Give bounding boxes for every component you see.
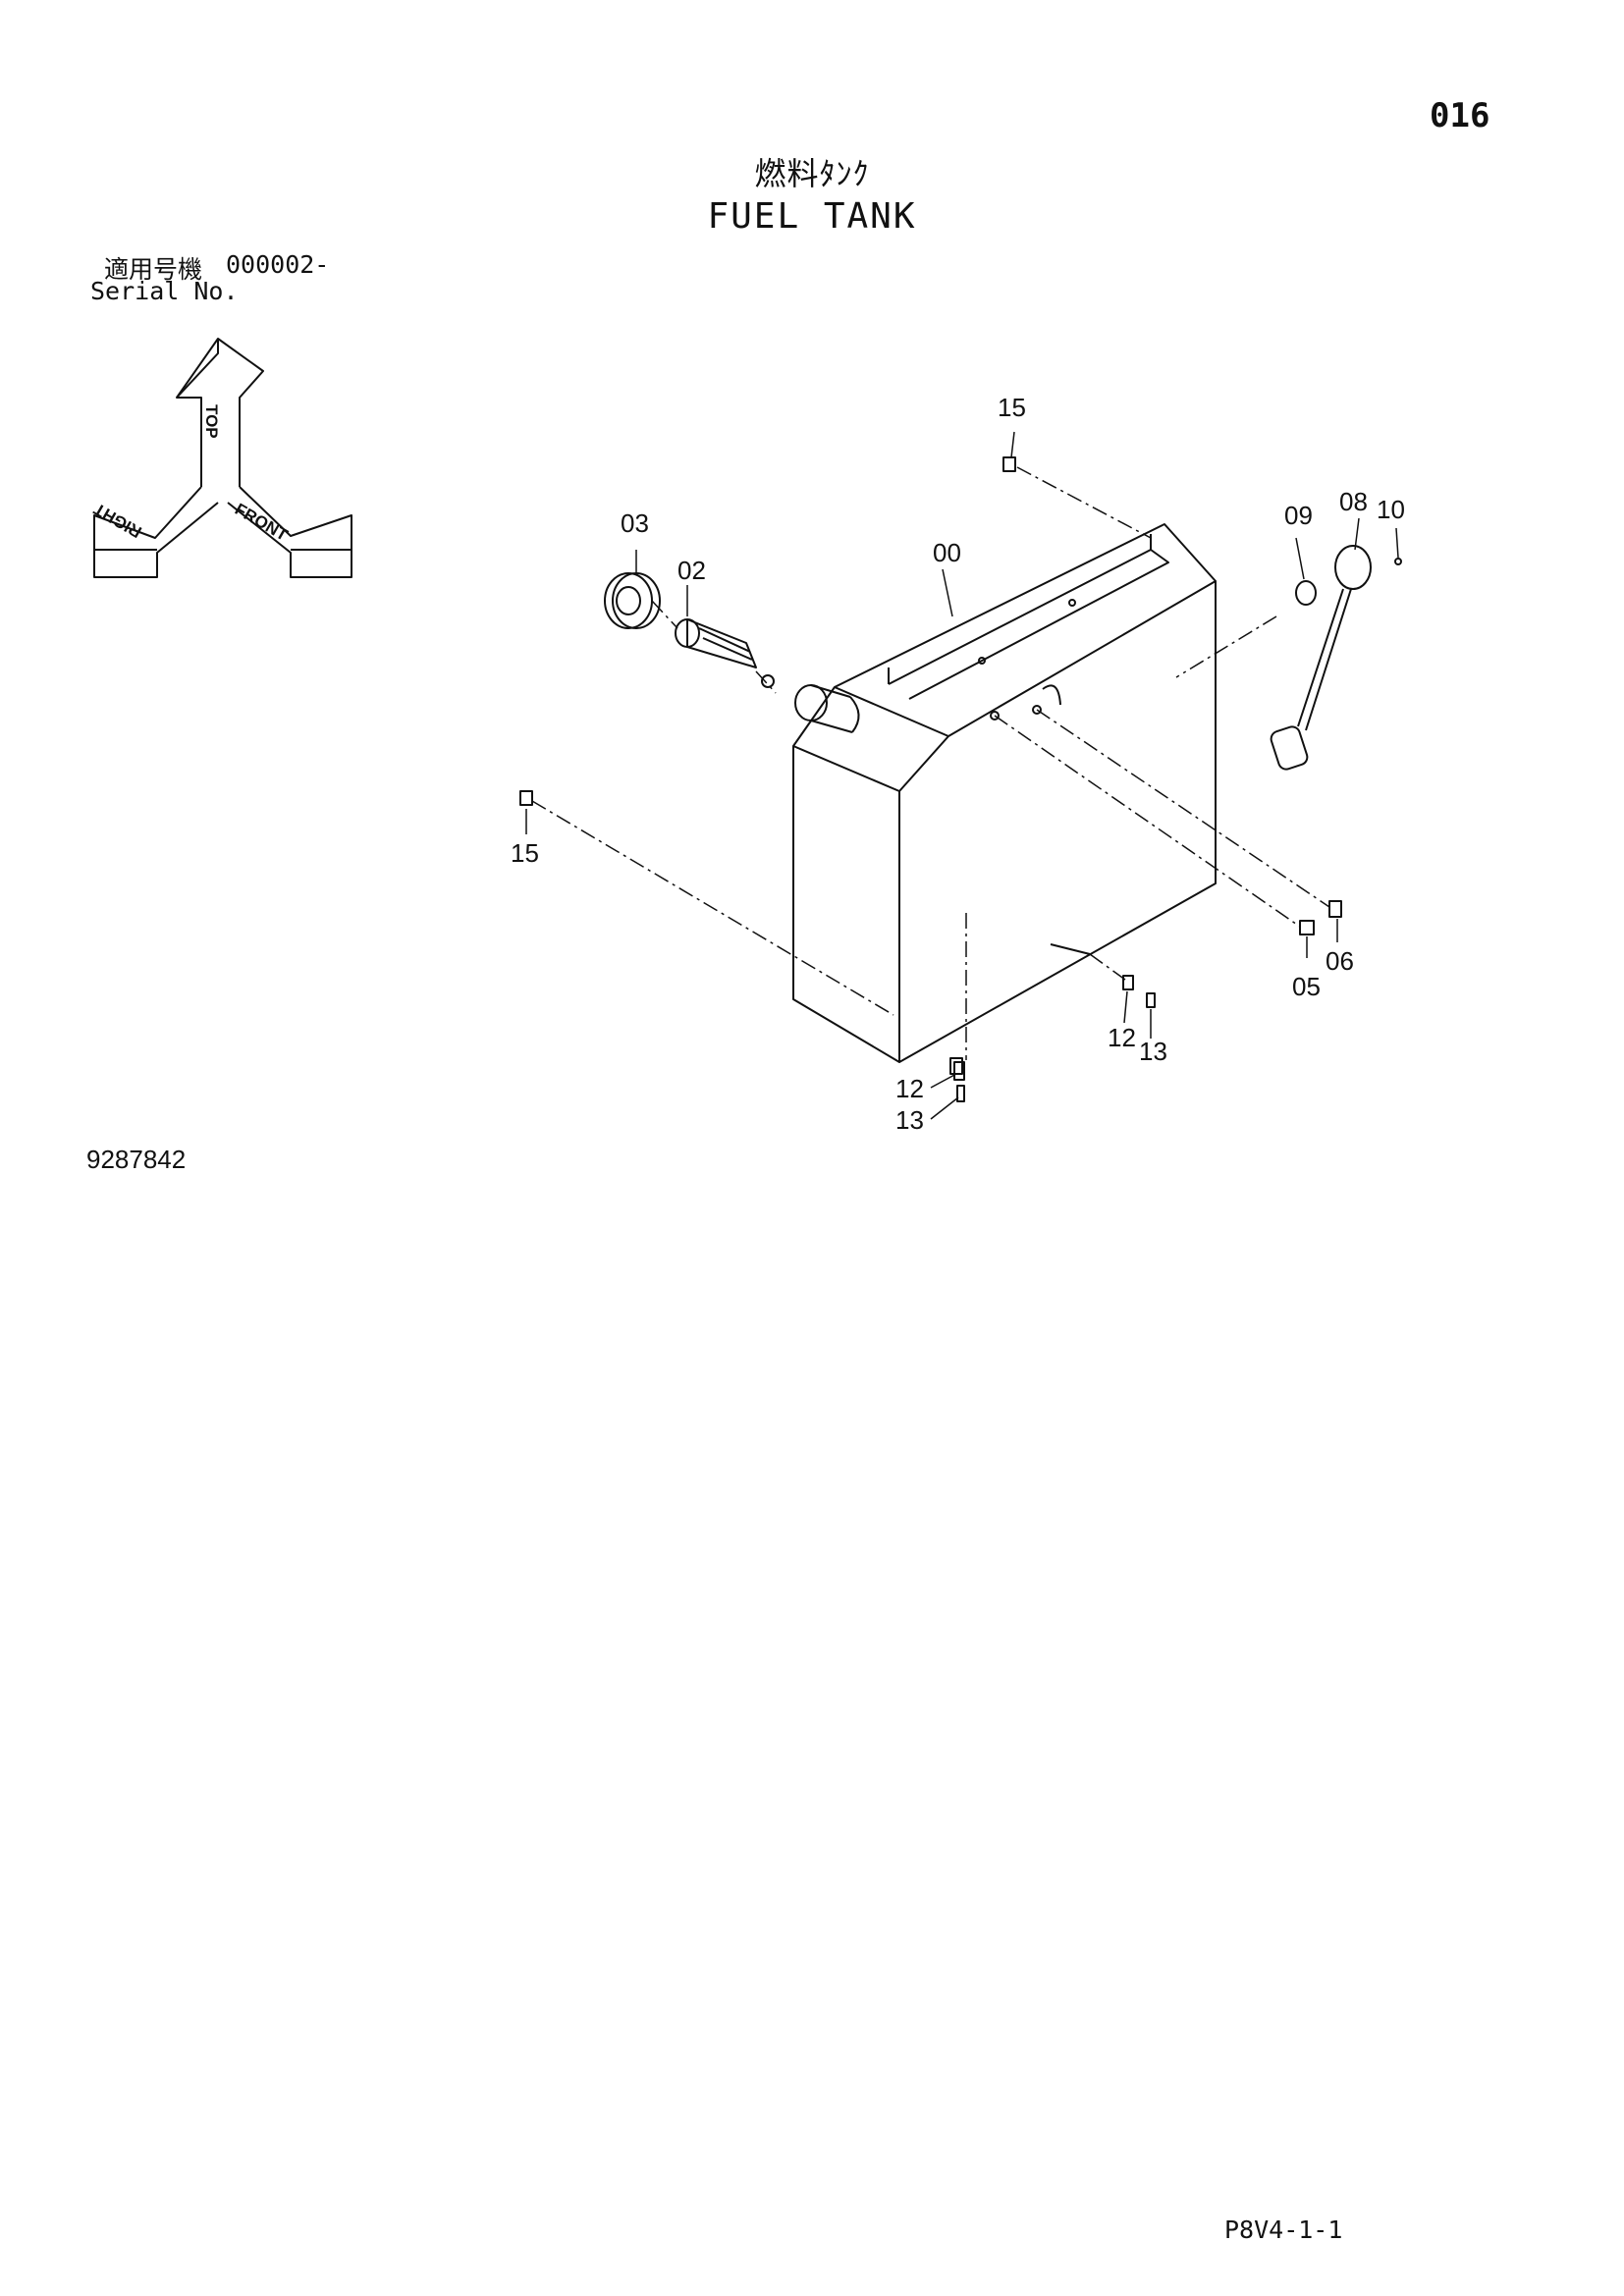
page-number: 016 bbox=[1430, 96, 1490, 135]
callout-08: 08 bbox=[1339, 487, 1368, 516]
orientation-indicator bbox=[93, 338, 352, 578]
callout-03: 03 bbox=[621, 508, 649, 538]
assembly-lines bbox=[531, 466, 1330, 1060]
bolt-15-left bbox=[519, 790, 533, 806]
nut-05 bbox=[1299, 920, 1315, 935]
bolt-15-top bbox=[1002, 456, 1016, 472]
callout-13-bottom: 13 bbox=[895, 1105, 924, 1135]
callout-09: 09 bbox=[1284, 501, 1313, 530]
callout-05: 05 bbox=[1292, 972, 1321, 1001]
leader-lines bbox=[525, 431, 1399, 1120]
callout-10: 10 bbox=[1377, 495, 1405, 524]
bolt-06 bbox=[1328, 900, 1342, 918]
fuel-cap bbox=[604, 572, 661, 629]
callout-12-side: 12 bbox=[1108, 1023, 1136, 1052]
drain-cock-bottom bbox=[953, 1061, 965, 1102]
drain-cock-side bbox=[1122, 975, 1156, 1008]
callout-06: 06 bbox=[1326, 946, 1354, 976]
orientation-top-label: TOP bbox=[202, 404, 221, 439]
strainer bbox=[675, 618, 775, 688]
fuel-tank bbox=[792, 523, 1217, 1075]
callout-12-bottom: 12 bbox=[895, 1074, 924, 1103]
fuel-sender bbox=[1270, 545, 1402, 771]
page-title: FUEL TANK bbox=[707, 196, 917, 237]
callout-15-top: 15 bbox=[998, 393, 1026, 422]
serial-label: Serial No. bbox=[90, 277, 239, 305]
serial-number-value: 000002- bbox=[226, 250, 330, 279]
serial-label-japanese: 適用号機 bbox=[104, 255, 203, 284]
callout-00: 00 bbox=[933, 538, 961, 567]
callout-15-left: 15 bbox=[511, 838, 539, 868]
orientation-front-label: FRONT bbox=[232, 500, 292, 545]
drawing-number: 9287842 bbox=[86, 1145, 187, 1174]
page-title-japanese: 燃料ﾀﾝｸ bbox=[754, 155, 870, 192]
callout-13-side: 13 bbox=[1139, 1037, 1167, 1066]
sheet-code: P8V4-1-1 bbox=[1224, 2216, 1343, 2244]
callout-02: 02 bbox=[677, 556, 706, 585]
orientation-right-label: RIGHT bbox=[90, 499, 145, 541]
